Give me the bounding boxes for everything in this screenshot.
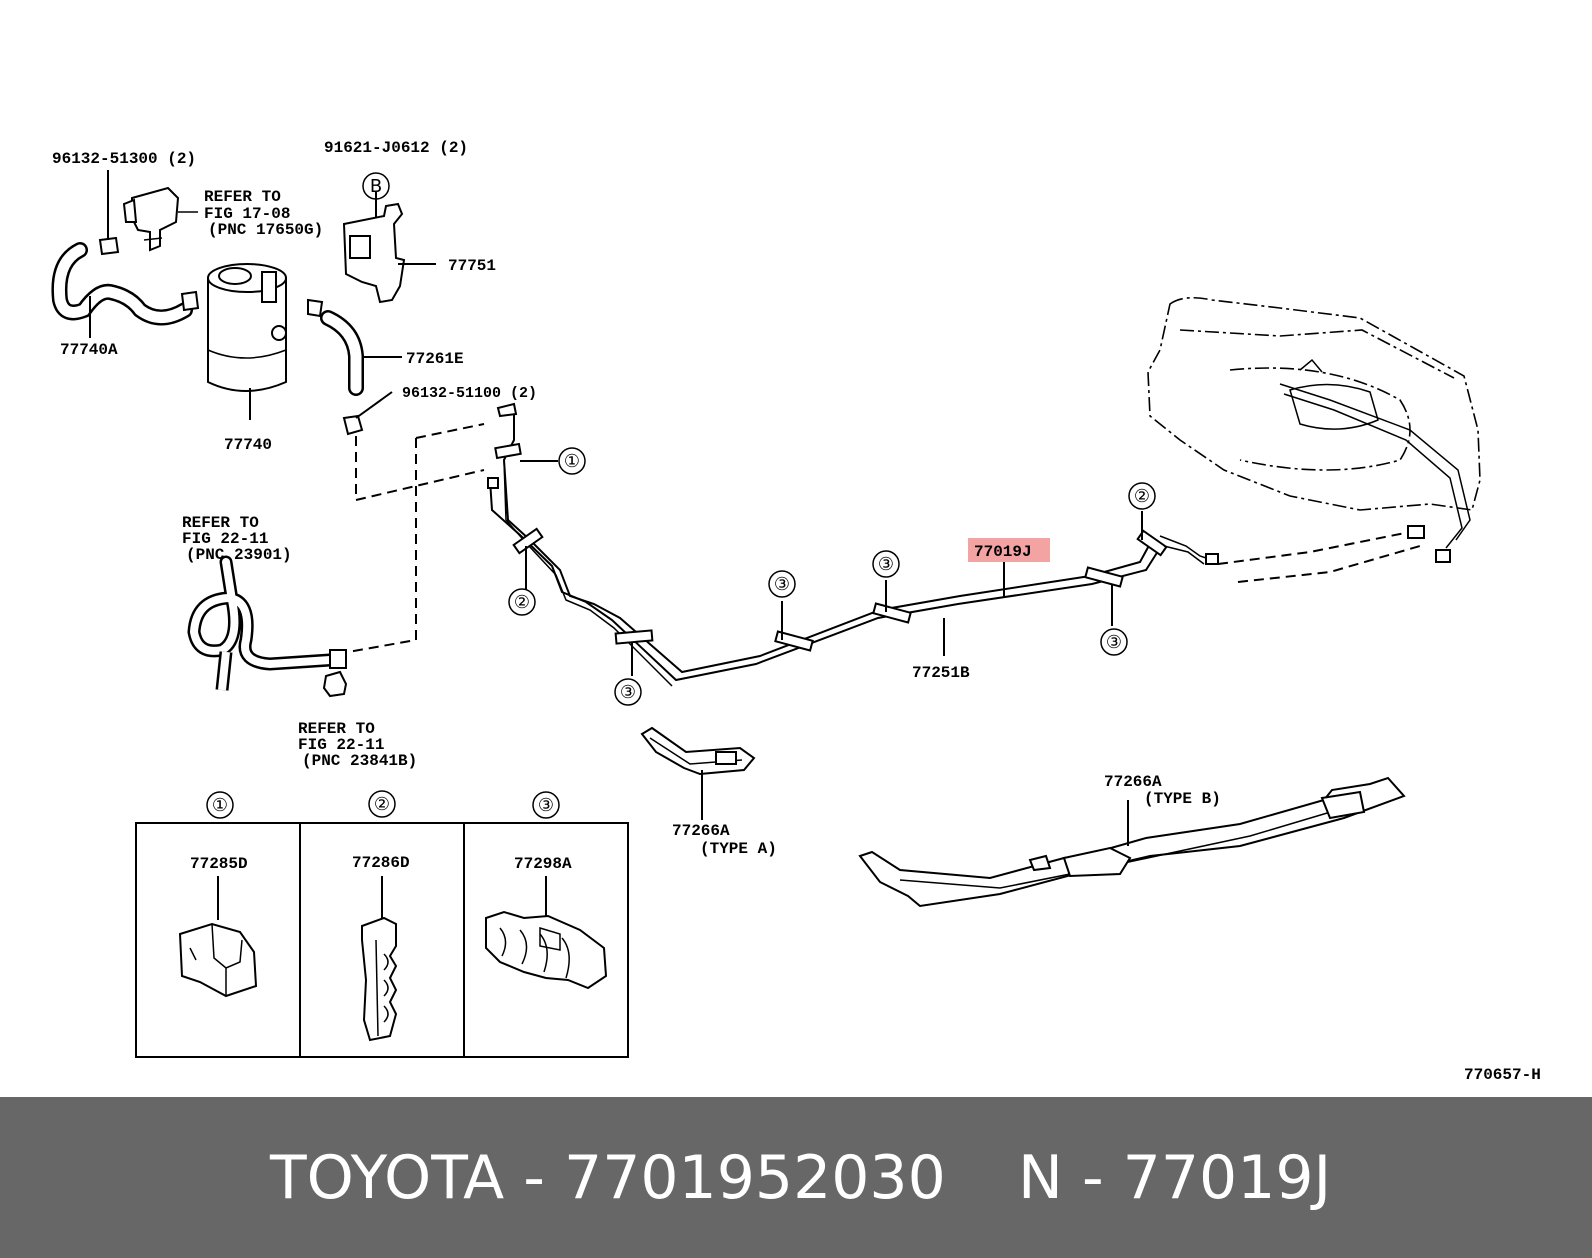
svg-text:③: ③ [620,682,636,703]
circle-marker-b: B [362,172,390,200]
svg-text:①: ① [212,795,228,816]
label-refer-23901-l2: FIG 22-11 [182,530,268,548]
svg-text:B: B [370,176,382,197]
clip-right [307,298,324,318]
legend-circle-3: ③ [532,791,560,819]
clamp-2-right [1136,529,1168,557]
svg-text:②: ② [374,794,390,815]
label-77751: 77751 [448,257,496,275]
clamp-77285d-drawing [178,876,258,998]
footer-pnc-code: N - 77019J [1018,1143,1332,1213]
clamp-1 [494,442,522,460]
label-refer-fig17-l1: REFER TO [204,188,281,206]
leader-dashed-right [1217,529,1421,583]
circle-marker-3-d: ③ [1100,628,1128,656]
footer-bar: TOYOTA - 7701952030 N - 77019J [0,1097,1592,1258]
label-refer-23901-l1: REFER TO [182,514,259,532]
bracket-77751 [342,192,436,304]
clamp-3-d [1084,566,1124,588]
parts-diagram: ① ② ③ ③ ③ ③ ② B 96132-51300 (2) REFER TO… [51,139,1541,1084]
legend-part-77298a: 77298A [514,855,572,873]
circle-marker-3-c: ③ [872,550,900,578]
legend-part-77285d: 77285D [190,855,248,873]
label-refer-23841b-l3: (PNC 23841B) [302,752,417,770]
label-77266a-type-a-l2: (TYPE A) [700,840,777,858]
clip-96132-51100 [342,391,393,436]
hose-77740a [51,242,193,338]
clamp-77286d-drawing [361,876,398,1042]
clamp-3-b [774,630,814,652]
svg-text:③: ③ [774,574,790,595]
circle-marker-3-b: ③ [768,570,796,598]
legend-circle-1: ① [206,791,234,819]
label-refer-23901-l3: (PNC 23901) [186,546,292,564]
highlight-77019j: 77019J [968,538,1050,562]
leader-dashed-left [347,423,485,653]
label-77261e: 77261E [406,350,464,368]
label-77740a: 77740A [60,341,118,359]
svg-text:③: ③ [1106,632,1122,653]
clip-96132-51300 [98,170,120,256]
clip-left [180,290,200,312]
hose-77261e [320,310,402,396]
vacuum-switch [122,186,198,252]
label-refer-fig17-l3: (PNC 17650G) [208,221,323,239]
label-77019j: 77019J [974,543,1032,561]
circle-marker-3-a: ③ [614,678,642,706]
label-77266a-type-b-l2: (TYPE B) [1144,790,1221,808]
label-77266a-type-a-l1: 77266A [672,822,730,840]
tube-end-right [1159,535,1219,565]
legend: ① ② ③ 77285D 77286D 77298A [135,790,629,1058]
clamp-77298a-drawing [485,876,608,990]
clamp-3-c [872,602,912,624]
hose-23901 [187,555,347,691]
canister-77740 [207,263,287,420]
label-refer-23841b-l2: FIG 22-11 [298,736,384,754]
clamp-2-left [512,527,544,555]
circle-marker-1: ① [558,447,586,475]
label-refer-fig17-l2: FIG 17-08 [204,205,290,223]
label-96132-51300: 96132-51300 (2) [52,150,196,168]
label-refer-23841b-l1: REFER TO [298,720,375,738]
protector-77266a-type-b [858,776,1406,908]
footer-brand-part-number: TOYOTA - 7701952030 [270,1143,946,1213]
label-77266a-type-b-l1: 77266A [1104,773,1162,791]
label-91621-j0612: 91621-J0612 (2) [324,139,468,157]
legend-circle-2: ② [368,790,396,818]
connector-23841b [322,670,348,698]
diagram-code: 770657-H [1464,1066,1541,1084]
legend-part-77286d: 77286D [352,854,410,872]
circle-marker-2-left: ② [508,588,536,616]
clamp-3-a [614,629,654,645]
svg-text:②: ② [514,592,530,613]
label-77251b: 77251B [912,664,970,682]
svg-text:①: ① [564,451,580,472]
label-77740: 77740 [224,436,272,454]
svg-text:③: ③ [538,795,554,816]
fuel-tube-77019j [487,402,1161,687]
label-96132-51100: 96132-51100 (2) [402,385,537,402]
svg-text:③: ③ [878,554,894,575]
leaders [520,460,1143,676]
svg-text:②: ② [1134,486,1150,507]
fuel-tank [1147,296,1481,563]
protector-77266a-type-a [640,726,756,820]
circle-marker-2-right: ② [1128,482,1156,510]
